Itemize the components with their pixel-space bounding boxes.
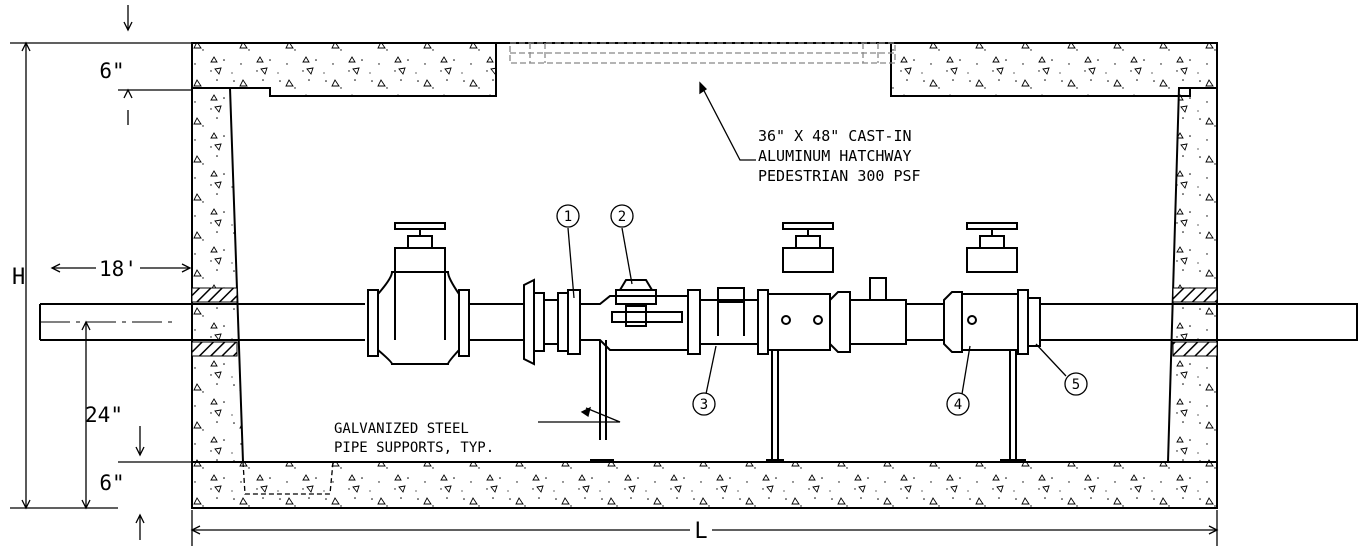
callout-4: 4: [954, 397, 962, 413]
gate-valve-inlet: [367, 222, 470, 365]
dim-pipe-height: 24": [85, 403, 123, 427]
callout-3: 3: [700, 397, 708, 413]
leader-lines: [538, 81, 1067, 423]
callout-1: 1: [564, 209, 572, 225]
dim-bottom-slab: 6": [99, 471, 124, 495]
dimension-lines: [10, 5, 1219, 546]
dim-length: L: [694, 519, 707, 544]
dim-height: H: [12, 265, 25, 290]
callout-balloons: [556, 204, 1088, 416]
dim-wall-offset: 18': [99, 257, 137, 281]
gate-valve-middle: [767, 222, 851, 353]
note-hatchway-line2: ALUMINUM HATCHWAY: [758, 147, 912, 165]
note-supports-line2: PIPE SUPPORTS, TYP.: [334, 440, 494, 456]
meter-assembly: [567, 279, 701, 440]
dim-top-slab: 6": [99, 59, 124, 83]
note-supports-line1: GALVANIZED STEEL: [334, 421, 469, 437]
concrete-vault: [191, 42, 1218, 509]
check-valve: [699, 287, 769, 355]
coupling: [523, 278, 569, 366]
callout-2: 2: [618, 209, 626, 225]
pipe-supports: [590, 350, 1026, 461]
note-hatchway-line3: PEDESTRIAN 300 PSF: [758, 167, 921, 185]
reducer-body: [849, 277, 963, 353]
note-hatchway-line1: 36" X 48" CAST-IN: [758, 127, 912, 145]
hatchway: [509, 42, 896, 64]
pipe-run: [39, 287, 1358, 357]
gate-valve-outlet: [961, 222, 1041, 355]
callout-5: 5: [1072, 377, 1080, 393]
